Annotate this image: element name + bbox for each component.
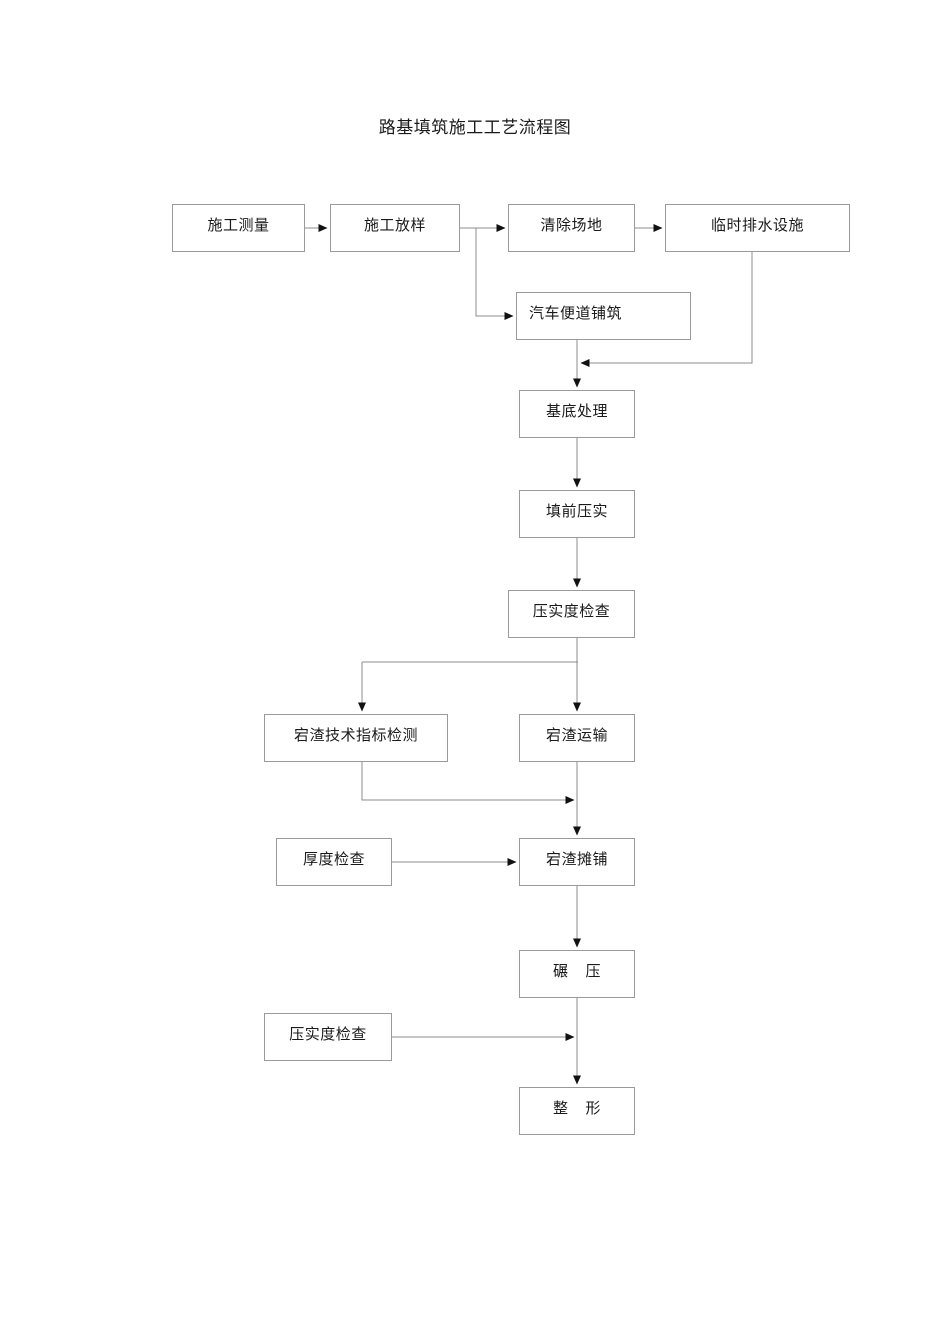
node-yashidu-jiancha-lower[interactable]: 压实度检查 [264,1013,392,1061]
node-qiche-biandao-puzhu[interactable]: 汽车便道铺筑 [516,292,691,340]
node-shigong-celiang[interactable]: 施工测量 [172,204,305,252]
node-zhengxing[interactable]: 整 形 [519,1087,635,1135]
node-qingchu-changdi[interactable]: 清除场地 [508,204,635,252]
node-dangzha-jishu-zhibiao-jiance[interactable]: 宕渣技术指标检测 [264,714,448,762]
node-tianqian-yashi[interactable]: 填前压实 [519,490,635,538]
edge-n9-spine [361,762,575,804]
node-houdu-jiancha[interactable]: 厚度检查 [276,838,392,886]
node-linshi-paishui-sheshi[interactable]: 临时排水设施 [665,204,850,252]
node-dangzha-tanpu[interactable]: 宕渣摊铺 [519,838,635,886]
node-shigong-fangyang[interactable]: 施工放样 [330,204,460,252]
node-nianya[interactable]: 碾 压 [519,950,635,998]
node-yashidu-jiancha-upper[interactable]: 压实度检查 [508,590,635,638]
page-title: 路基填筑施工工艺流程图 [378,118,572,137]
node-jidi-chuli[interactable]: 基底处理 [519,390,635,438]
node-dangzha-yunshu[interactable]: 宕渣运输 [519,714,635,762]
